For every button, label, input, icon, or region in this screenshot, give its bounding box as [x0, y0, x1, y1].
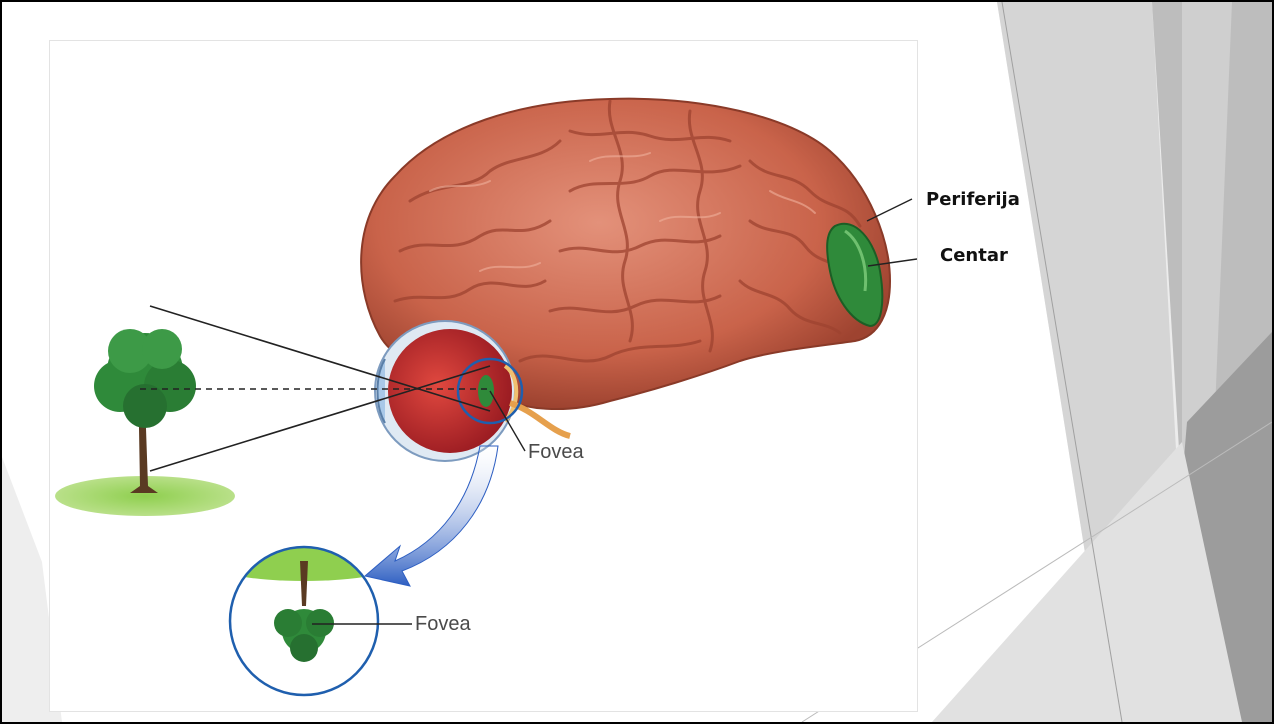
diagram-drawing: [50, 41, 917, 711]
center-label: Centar: [940, 245, 1008, 266]
periphery-label: Periferija: [926, 189, 1020, 210]
fovea-eye-label: Fovea: [528, 441, 584, 464]
tree: [55, 329, 235, 516]
blue-arrow: [365, 446, 498, 586]
fovea-inset-label: Fovea: [415, 613, 471, 636]
vision-diagram: Fovea Fovea: [49, 40, 918, 712]
